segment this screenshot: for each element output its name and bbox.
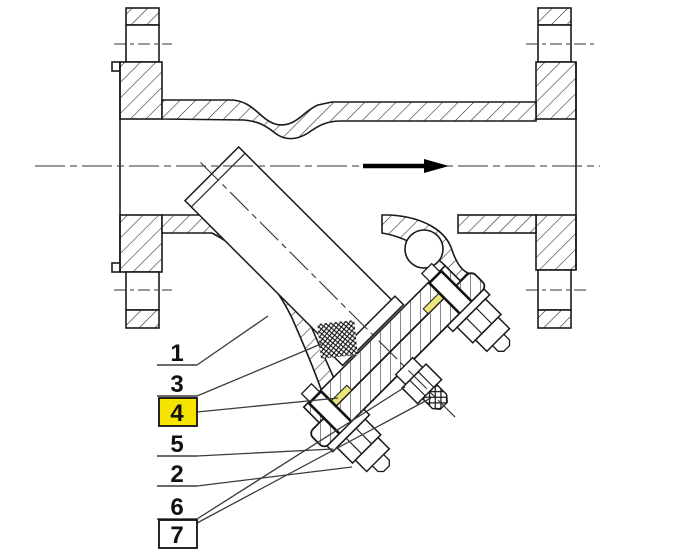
cover-stud-lower <box>300 382 391 473</box>
callout-labels: 1 34 5 2 67 <box>157 315 432 549</box>
flow-arrow <box>363 159 449 173</box>
centerlines <box>35 43 600 291</box>
callout-6: 6 <box>157 386 406 521</box>
callout-5-number: 5 <box>170 431 183 458</box>
pipe-bottom-wall-right <box>457 214 537 234</box>
callout-2: 2 <box>157 461 353 488</box>
callout-5: 5 <box>157 431 334 458</box>
callout-3: 3 <box>157 343 322 398</box>
callout-1-number: 1 <box>170 340 183 367</box>
callout-2-number: 2 <box>170 461 183 488</box>
callout-3-number: 3 <box>170 371 183 398</box>
callout-3-leader <box>196 343 322 397</box>
cover-stud-upper <box>420 262 511 353</box>
branch-ear-fillet <box>404 229 444 269</box>
callout-7-box <box>158 519 198 549</box>
pipe-top-wall <box>161 99 537 140</box>
right-top-bolt-nut <box>537 7 572 26</box>
callout-7: 7 <box>158 397 432 549</box>
callout-7-number: 7 <box>170 522 183 549</box>
left-flange <box>111 7 163 329</box>
callout-2-leader <box>196 466 353 487</box>
left-bottom-bolt-nut <box>125 309 160 329</box>
callout-4-box <box>158 397 198 427</box>
callout-5-leader <box>196 448 334 457</box>
callout-1: 1 <box>157 315 269 367</box>
branch-assembly <box>183 145 511 473</box>
left-bottom-bolt-shank <box>125 271 160 311</box>
left-top-bolt-nut <box>125 7 160 26</box>
screen-mesh-symbol <box>317 320 358 359</box>
callout-6-leader <box>196 386 406 520</box>
callout-4-number: 4 <box>170 400 184 427</box>
right-flange <box>535 7 577 329</box>
callout-1-leader <box>196 315 269 366</box>
right-bottom-bolt-nut <box>537 309 572 329</box>
branch-axis-centerline <box>200 162 456 418</box>
callout-4: 4 <box>158 397 339 427</box>
callout-4-leader <box>196 397 339 413</box>
callout-6-number: 6 <box>170 494 183 521</box>
callout-7-leader <box>196 397 432 524</box>
